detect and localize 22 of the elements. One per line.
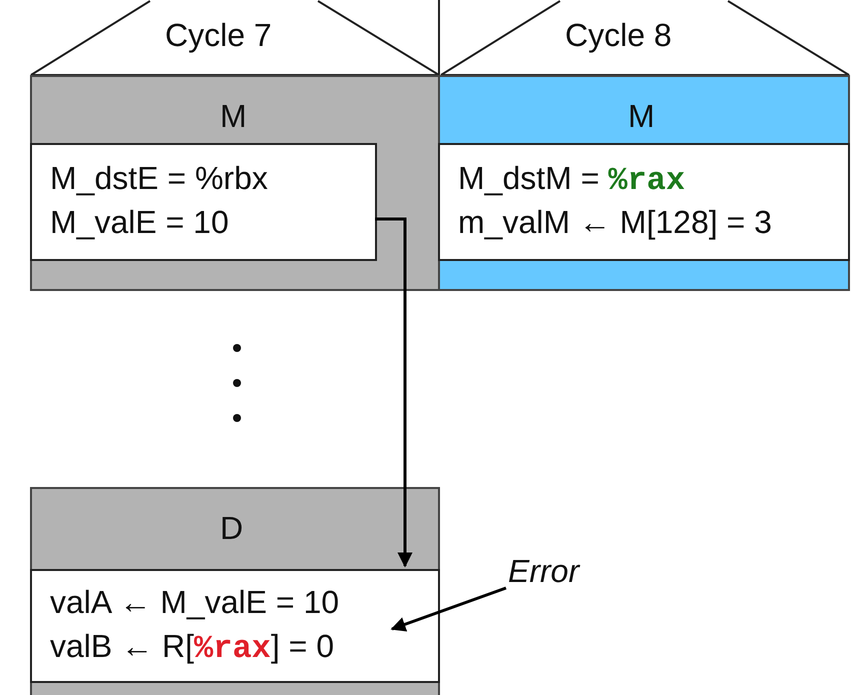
register-box <box>30 569 440 683</box>
register-text: M_dstE = %rbx <box>50 159 268 197</box>
stage-band <box>438 75 850 291</box>
stage-band <box>30 75 440 291</box>
stage-label: D <box>220 509 244 547</box>
register-box <box>30 143 377 261</box>
cycle-header <box>440 0 850 76</box>
note-text: Error <box>508 552 580 590</box>
cycle-label: Cycle 7 <box>165 16 272 54</box>
register-text: valB ← R[%rax] = 0 <box>50 627 334 668</box>
stage-band <box>30 487 440 695</box>
register-text: valA ← M_valE = 10 <box>50 583 340 621</box>
cycle-header <box>30 0 440 76</box>
stage-label: M <box>220 97 247 135</box>
register-text: m_valM ← M[128] = 3 <box>458 203 772 241</box>
arrow <box>390 586 506 632</box>
arrow <box>375 218 412 568</box>
register-text: M_dstM = %rax <box>458 159 686 200</box>
stage-label: M <box>628 97 655 135</box>
register-text: M_valE = 10 <box>50 203 229 241</box>
cycle-label: Cycle 8 <box>565 16 672 54</box>
register-box <box>438 143 850 261</box>
